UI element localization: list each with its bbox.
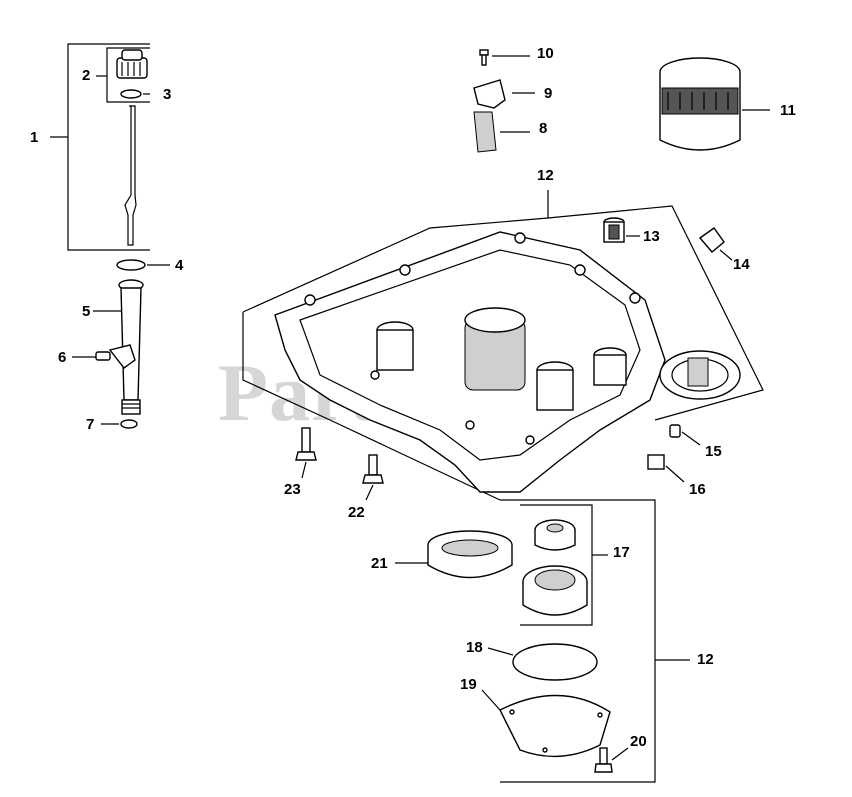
bracket-1 xyxy=(67,43,150,251)
callout-10: 10 xyxy=(537,45,554,62)
callout-15: 15 xyxy=(705,443,722,460)
callout-1: 1 xyxy=(30,129,39,146)
callout-17: 17 xyxy=(613,544,630,561)
screw-23-part xyxy=(295,427,317,461)
screw-6-part xyxy=(95,344,136,369)
cover-plate-part xyxy=(499,694,611,758)
plate-8-part xyxy=(473,111,497,153)
callout-14: 14 xyxy=(733,256,750,273)
callout-22: 22 xyxy=(348,504,365,521)
callout-23: 23 xyxy=(284,481,301,498)
screw-10-part xyxy=(479,49,489,66)
rotor-gear-part xyxy=(522,519,588,616)
bracket-2 xyxy=(106,47,150,103)
callout-9: 9 xyxy=(544,85,553,102)
callout-5: 5 xyxy=(82,303,91,320)
bracket-9-part xyxy=(473,79,506,109)
screw-22-part xyxy=(362,454,384,484)
callout-12-bottom: 12 xyxy=(697,651,714,668)
oil-seal-part xyxy=(427,530,513,579)
o-ring-4-part xyxy=(116,259,146,271)
callout-6: 6 xyxy=(58,349,67,366)
callout-20: 20 xyxy=(630,733,647,750)
dipstick-rod-part xyxy=(124,105,137,246)
o-ring-part xyxy=(120,89,142,99)
callout-3: 3 xyxy=(163,86,172,103)
callout-11: 11 xyxy=(780,102,796,119)
bracket-17 xyxy=(520,504,593,626)
fitting-16-part xyxy=(647,454,665,470)
plug-14-part xyxy=(698,227,725,253)
dipstick-cap-part xyxy=(116,49,148,79)
callout-7: 7 xyxy=(86,416,95,433)
callout-16: 16 xyxy=(689,481,706,498)
callout-13: 13 xyxy=(643,228,660,245)
o-ring-18-part xyxy=(512,643,598,681)
callout-21: 21 xyxy=(371,555,388,572)
oil-filter-part xyxy=(659,57,741,151)
callout-12-top: 12 xyxy=(537,167,554,184)
screw-20-part xyxy=(594,747,613,773)
callout-4: 4 xyxy=(175,257,184,274)
oil-pan-part xyxy=(274,231,741,493)
bracket-12-top xyxy=(242,205,764,421)
callout-18: 18 xyxy=(466,639,483,656)
callout-2: 2 xyxy=(82,67,91,84)
plug-13-part xyxy=(603,217,625,243)
plug-15-part xyxy=(669,424,681,438)
callout-19: 19 xyxy=(460,676,477,693)
callout-8: 8 xyxy=(539,120,548,137)
o-ring-7-part xyxy=(120,419,138,429)
